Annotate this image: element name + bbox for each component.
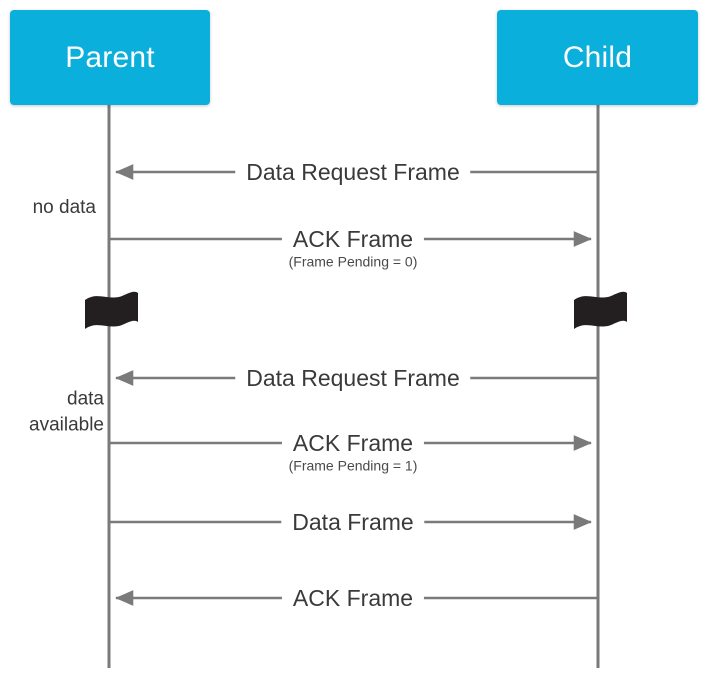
- actor-box-child[interactable]: Child: [497, 10, 698, 105]
- note-data-available: data available: [29, 388, 104, 435]
- lifelines: [107, 105, 600, 668]
- actor-label-parent: Parent: [65, 40, 155, 74]
- message-sublabel-4: (Frame Pending = 1): [282, 458, 424, 474]
- message-label-3: Data Request Frame: [235, 366, 471, 390]
- actor-box-parent[interactable]: Parent: [10, 10, 210, 105]
- time-break-icon-parent: [85, 291, 138, 329]
- message-sublabel-2: (Frame Pending = 0): [282, 254, 424, 270]
- message-label-1: Data Request Frame: [235, 160, 471, 184]
- time-break-icon-child: [574, 291, 627, 329]
- message-label-6: ACK Frame: [281, 586, 425, 610]
- message-label-2: ACK Frame: [281, 227, 425, 251]
- message-label-4: ACK Frame: [281, 431, 425, 455]
- actor-label-child: Child: [562, 40, 633, 74]
- message-label-5: Data Frame: [281, 510, 425, 534]
- note-no-data: no data: [32, 197, 96, 219]
- time-break-symbols: [85, 291, 627, 329]
